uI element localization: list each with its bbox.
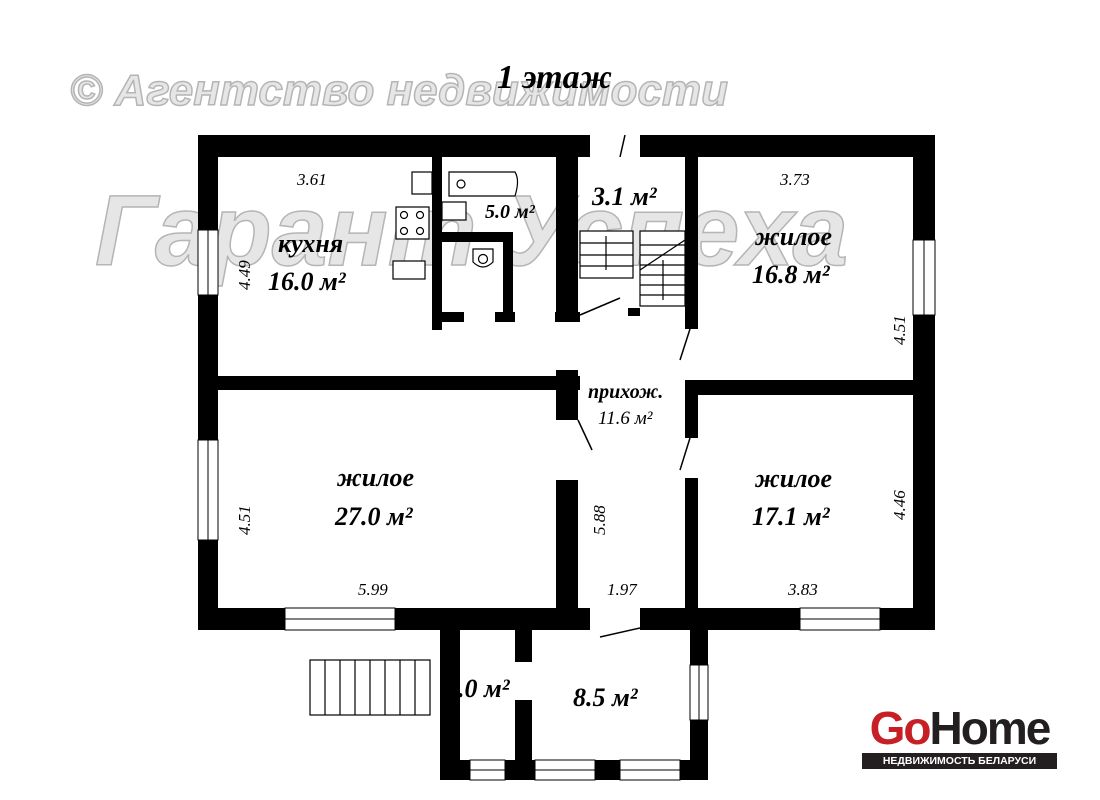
washer-icon — [441, 201, 467, 221]
logo-home: Home — [929, 702, 1052, 754]
living-w-area: 27.0 м² — [334, 502, 414, 531]
living-se-area: 17.1 м² — [752, 502, 831, 531]
logo-tagline: НЕДВИЖИМОСТЬ БЕЛАРУСИ — [862, 753, 1057, 769]
logo-wordmark: GoHome — [862, 705, 1057, 751]
hall-area: 11.6 м² — [598, 408, 653, 429]
dim-se-width: 3.83 — [787, 580, 818, 599]
living-se-name: жилое — [754, 464, 832, 493]
dim-hall-height: 5.88 — [590, 505, 609, 535]
gohome-logo: GoHome НЕДВИЖИМОСТЬ БЕЛАРУСИ — [862, 705, 1057, 769]
watermark-agency: © Агентство недвижимости — [70, 66, 728, 115]
bathroom-area: 5.0 м² — [485, 201, 536, 223]
dim-kitchen-height: 4.49 — [235, 260, 254, 290]
floor-title: 1 этаж — [497, 59, 612, 96]
dim-hall-width: 1.97 — [607, 580, 638, 599]
bathtub-icon — [448, 171, 519, 197]
kitchen-name: кухня — [278, 229, 343, 258]
dim-w-width: 5.99 — [358, 580, 388, 599]
dim-se-height: 4.46 — [890, 490, 909, 520]
stairs-up-icon — [639, 230, 686, 307]
porch-area: 8.5 м² — [573, 683, 639, 712]
stove-icon — [395, 206, 430, 240]
entrance-steps-icon — [309, 659, 431, 716]
dim-ne-height: 4.51 — [890, 315, 909, 345]
living-ne-name: жилое — [754, 222, 832, 251]
dim-kitchen-width: 3.61 — [296, 170, 327, 189]
living-w-name: жилое — [336, 463, 414, 492]
dim-ne-width: 3.73 — [779, 170, 810, 189]
windows — [197, 229, 936, 781]
doors — [577, 134, 691, 638]
stairs-area: 3.1 м² — [591, 182, 658, 211]
radiator-icon — [392, 260, 426, 280]
kitchen-area: 16.0 м² — [268, 267, 347, 296]
porch-small-area: 3.0 м² — [444, 674, 511, 703]
dim-w-height: 4.51 — [235, 505, 254, 535]
living-ne-area: 16.8 м² — [752, 260, 831, 289]
stairs-down-icon — [579, 230, 634, 279]
hall-name: прихож. — [588, 381, 663, 403]
fixtures — [309, 171, 686, 716]
logo-go: Go — [869, 702, 932, 754]
sink-icon — [411, 171, 433, 195]
